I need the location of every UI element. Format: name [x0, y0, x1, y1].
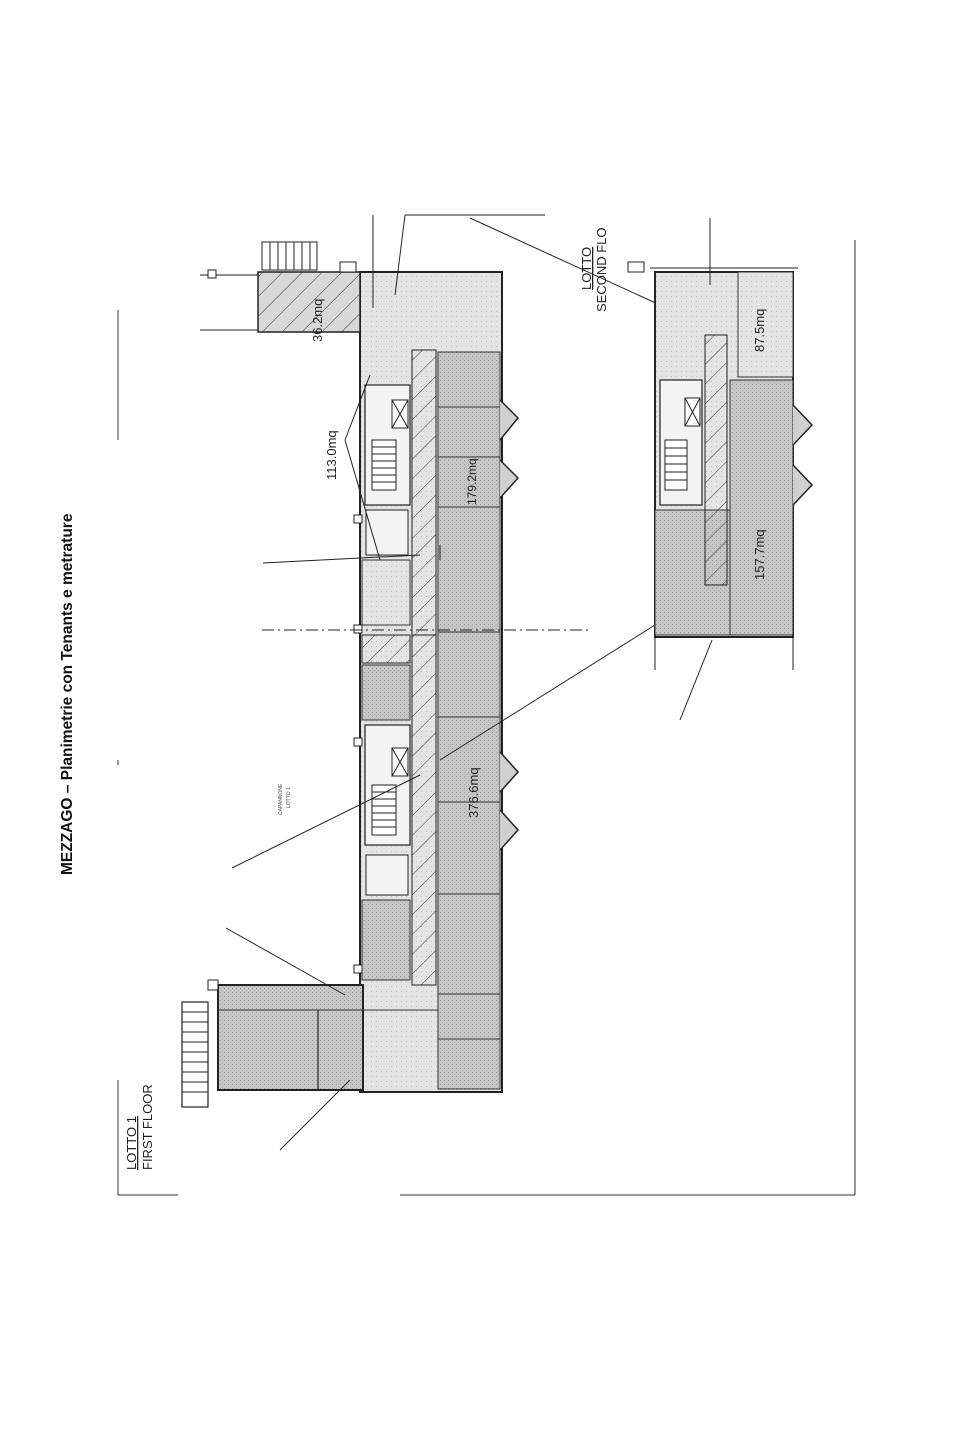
lotto1-label: LOTTO 1 FIRST FLOOR: [124, 1084, 155, 1170]
lotto2-label: LOTTO SECOND FLO: [579, 227, 609, 312]
lotto1-subtitle: FIRST FLOOR: [140, 1084, 155, 1170]
lotto1-title: LOTTO 1: [124, 1116, 139, 1170]
room-label-capannone: CAPANNONE: [278, 783, 284, 815]
area-179-2: 179.2mq: [465, 458, 479, 505]
lotto2-leader-lines: [679, 218, 713, 721]
lotto2-subtitle: SECOND FLO: [594, 227, 609, 312]
lotto1-building: [217, 271, 590, 1093]
area-36-2: 36.2mq: [310, 299, 325, 342]
area-376-6: 376.6mq: [466, 767, 481, 818]
lotto1-frame: [117, 240, 856, 1196]
lotto1-area-labels: 36.2mq 113.0mq 179.2mq 376.6mq CAPANNONE…: [278, 299, 481, 818]
lotto2-area-labels: 87.5mq 157.7mq: [752, 309, 767, 580]
service-core-1: [364, 384, 411, 556]
area-113-0: 113.0mq: [324, 430, 339, 480]
area-87-5: 87.5mq: [752, 309, 767, 352]
lotto2-title: LOTTO: [579, 247, 594, 290]
service-core-2: [364, 724, 411, 896]
document-title: MEZZAGO – Planimetrie con Tenants e metr…: [59, 513, 76, 875]
lotto1-leader-lines: [225, 214, 661, 1151]
lotto1-bottom-stair: [181, 979, 219, 1108]
lotto1-appendix: [200, 241, 361, 333]
area-157-7: 157.7mq: [752, 529, 767, 580]
lotto2-building: [627, 261, 814, 670]
room-label-lotto-small: LOTTO 1: [286, 787, 292, 808]
